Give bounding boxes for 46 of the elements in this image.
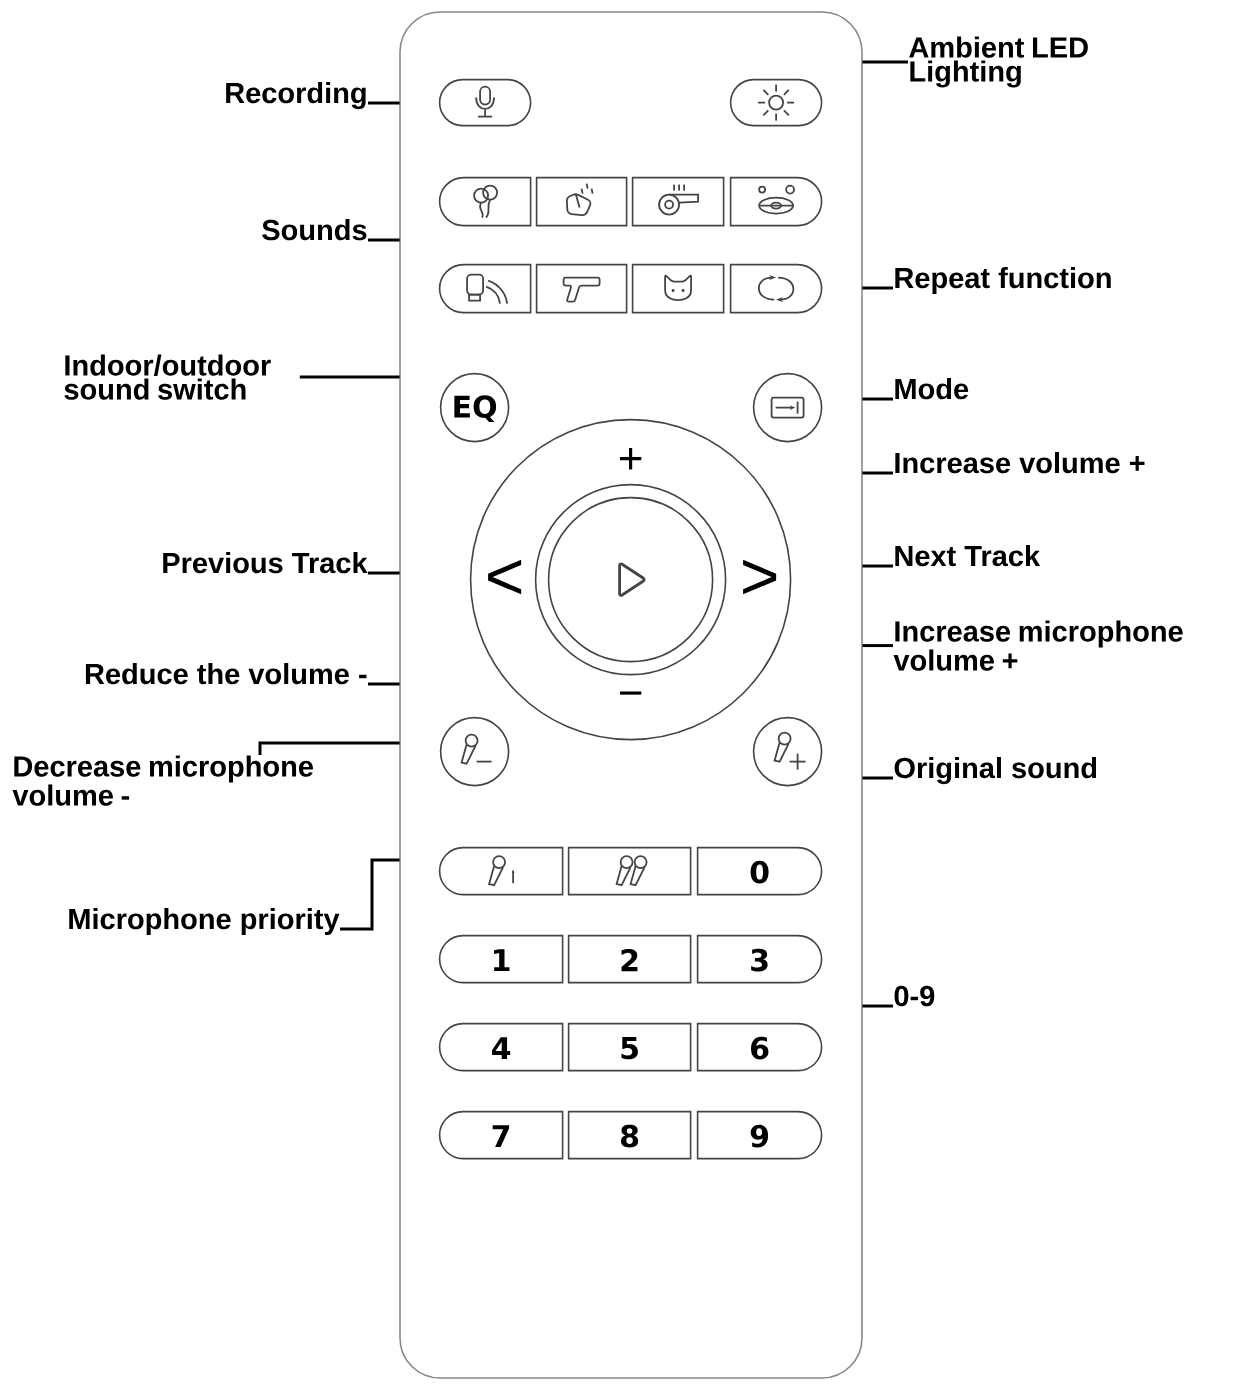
- round-button: EQ: [439, 372, 510, 443]
- callout-label: Indoor/outdoor sound switch: [64, 354, 271, 400]
- callout-label: 0-9: [894, 985, 935, 1007]
- callout-label: Next Track: [895, 545, 1041, 567]
- button: 7: [438, 1110, 564, 1160]
- callout-label: Increase volume +: [895, 452, 1145, 474]
- button: 4: [438, 1022, 564, 1072]
- callout-label: Increase microphone volume +: [893, 620, 1183, 671]
- callout-label: Microphone priority: [69, 908, 340, 936]
- button-symbol: −: [619, 691, 642, 695]
- button-symbol: <: [488, 559, 522, 595]
- button: 3: [696, 934, 823, 984]
- callout-label: Ambient LED Lighting: [909, 36, 1088, 88]
- leader-line: [368, 101, 400, 105]
- leader-line: [862, 60, 908, 64]
- callout-label: Previous Track: [163, 552, 368, 574]
- remote-body: [399, 11, 863, 1379]
- button: 2: [567, 934, 692, 984]
- leader-line: [862, 1004, 893, 1008]
- leader-line: [862, 471, 893, 475]
- leader-line: [299, 375, 400, 379]
- button: 1: [438, 934, 564, 984]
- callout-label: Repeat function: [895, 267, 1111, 295]
- leader-line: [862, 397, 893, 401]
- leader-line: [862, 564, 893, 568]
- button: 8: [567, 1110, 692, 1160]
- leader-line: [368, 571, 400, 575]
- leader-line: [368, 238, 400, 242]
- leader-line: [862, 286, 893, 290]
- leader-line: [258, 741, 400, 755]
- button: 9: [696, 1110, 823, 1160]
- leader-line: [368, 682, 400, 686]
- button: 5: [567, 1022, 692, 1072]
- callout-label: Recording: [226, 82, 366, 110]
- button: 6: [696, 1022, 823, 1072]
- leader-line: [340, 858, 400, 931]
- callout-label: Reduce the volume -: [85, 663, 367, 685]
- callout-label: Mode: [895, 378, 969, 400]
- callout-label: Decrease microphone volume -: [12, 755, 313, 806]
- leader-line: [862, 776, 893, 780]
- button-symbol: >: [743, 559, 777, 595]
- callout-label: Original sound: [894, 757, 1097, 785]
- button-symbol: +: [619, 447, 642, 470]
- callout-label: Sounds: [262, 219, 367, 241]
- button: 0: [696, 846, 823, 896]
- leader-line: [862, 644, 893, 648]
